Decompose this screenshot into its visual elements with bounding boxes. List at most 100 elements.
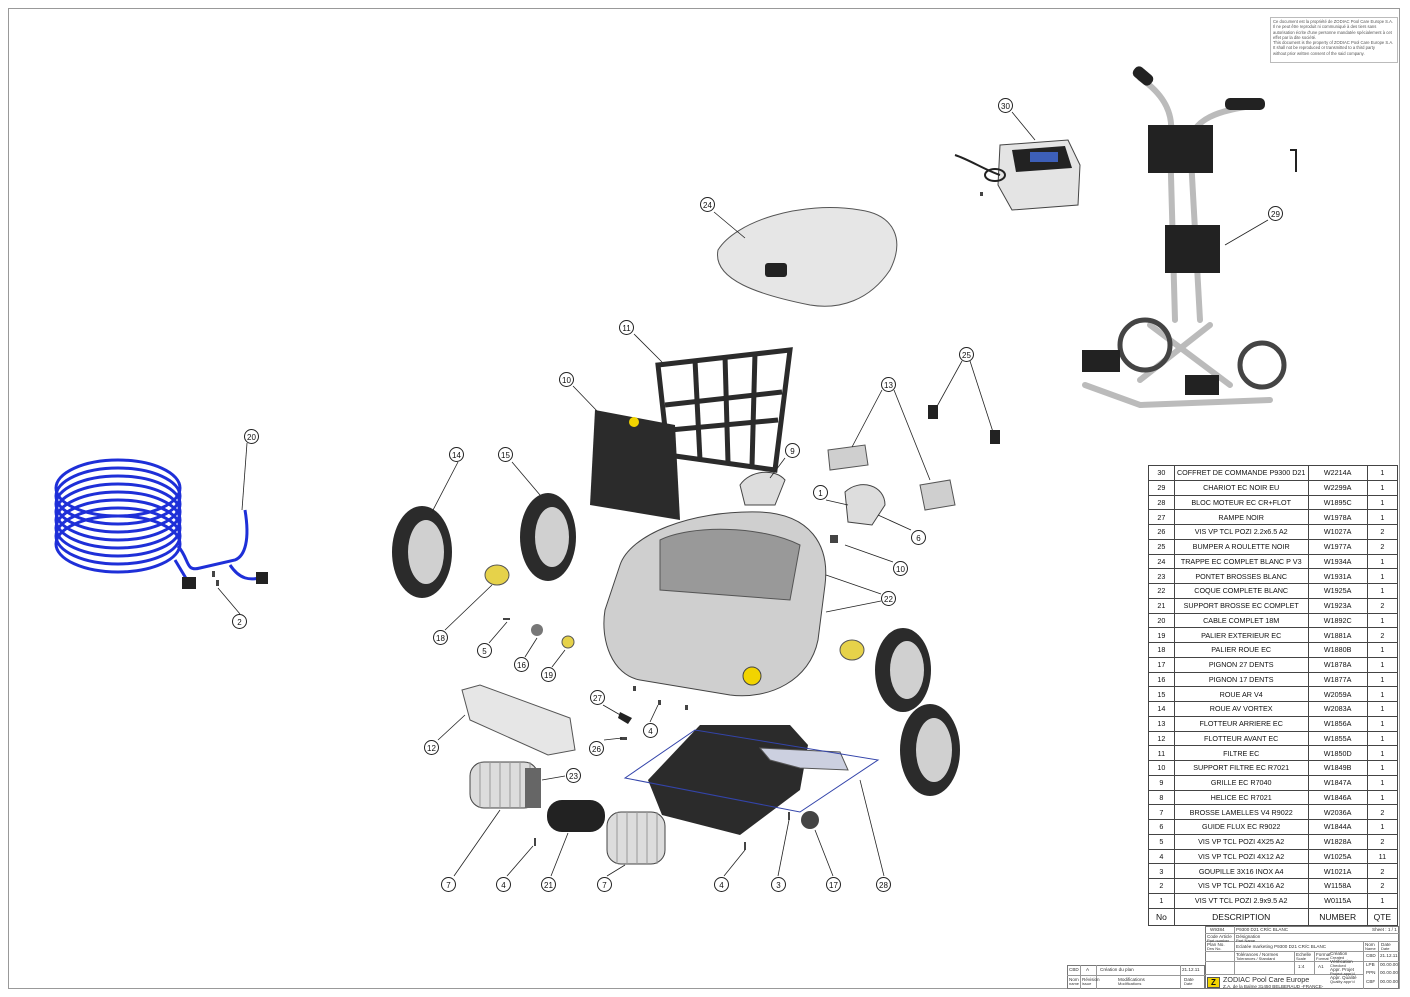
rev-modifications-en-header: Modifications xyxy=(1118,981,1142,986)
bom-item-number: 1 xyxy=(1148,892,1175,909)
bom-description: COFFRET DE COMMANDE P9300 D21 xyxy=(1173,465,1309,481)
signature-date: 21.12.11 xyxy=(1380,953,1398,958)
revision-letter: A xyxy=(1086,967,1090,972)
rev-modifications-header: Modifications xyxy=(1118,977,1145,982)
bom-description: ROUE AV VORTEX xyxy=(1173,701,1309,717)
notice-line: autorisation écrite d'une personne manda… xyxy=(1273,29,1392,35)
part-code-description: P9300 D21 CR/C BLANC xyxy=(1236,927,1289,932)
copyright-notice: Ce document est la propriété de ZODIAC P… xyxy=(1270,17,1398,63)
signature-date: 00.00.00 xyxy=(1380,979,1398,984)
item-balloon: 1 xyxy=(813,485,828,500)
wheel-graphic xyxy=(875,628,931,712)
bom-part-number: W1977A xyxy=(1307,538,1368,555)
checked-label: Vérification xyxy=(1330,959,1353,964)
bom-part-number: W1978A xyxy=(1307,509,1368,525)
notice-line: It shall not be reproduced or transmitte… xyxy=(1273,45,1375,51)
name-label: Nom xyxy=(1365,942,1375,947)
bom-description: ROUE AR V4 xyxy=(1173,686,1309,702)
signature-name: CBF xyxy=(1366,979,1376,984)
filter-support-graphic xyxy=(590,410,680,520)
bom-quantity: 1 xyxy=(1366,671,1399,688)
bom-item-number: 26 xyxy=(1148,524,1175,540)
bom-description: PIGNON 27 DENTS xyxy=(1173,656,1309,673)
bom-header-qte: QTE xyxy=(1366,907,1399,926)
rev-date-header: Date xyxy=(1184,977,1194,982)
bom-header-number: NUMBER xyxy=(1307,907,1368,926)
item-balloon: 28 xyxy=(876,877,891,892)
bom-item-number: 28 xyxy=(1148,494,1175,511)
bom-item-number: 21 xyxy=(1148,597,1175,614)
bom-part-number: W1923A xyxy=(1307,597,1368,614)
bom-description: VIS VP TCL POZI 2.2x6.5 A2 xyxy=(1173,524,1309,540)
item-balloon: 25 xyxy=(959,347,974,362)
bom-quantity: 1 xyxy=(1366,583,1399,599)
item-balloon: 2 xyxy=(232,614,247,629)
part-number-label: Part number xyxy=(1207,938,1230,943)
filter-clip-graphic xyxy=(629,417,639,427)
filter-cage-graphic xyxy=(655,347,793,473)
flow-guide-graphic xyxy=(844,484,886,526)
bom-item-number: 12 xyxy=(1148,730,1175,747)
bom-header-no: No xyxy=(1148,907,1175,926)
part-name-label: Part Name xyxy=(1236,938,1256,943)
bom-description: GUIDE FLUX EC R9022 xyxy=(1173,819,1309,835)
bom-quantity: 1 xyxy=(1366,642,1399,658)
checked-en-label: Checked xyxy=(1330,963,1346,968)
rev-revision-header: Révision xyxy=(1082,977,1100,982)
bom-quantity: 1 xyxy=(1366,509,1399,525)
bom-item-number: 18 xyxy=(1148,642,1175,658)
motor-outline-graphic xyxy=(623,729,880,813)
notice-line: This document is the property of ZODIAC … xyxy=(1273,40,1394,46)
rev-date-en-header: Date xyxy=(1184,981,1193,986)
bom-item-number: 30 xyxy=(1148,465,1175,481)
bom-part-number: W1828A xyxy=(1307,833,1368,850)
plan-no-label: Plan No. xyxy=(1207,942,1225,947)
trolley-parts-graphic xyxy=(1082,66,1297,395)
bom-part-number: W1021A xyxy=(1307,863,1368,879)
notice-line: Il ne peut être reproduit ni communiqué … xyxy=(1273,24,1377,30)
item-balloon: 4 xyxy=(714,877,729,892)
bom-quantity: 2 xyxy=(1366,878,1399,894)
revision-date: 21.12.11 xyxy=(1182,967,1200,972)
bom-part-number: W1846A xyxy=(1307,789,1368,806)
rev-name-en-header: name xyxy=(1069,981,1080,986)
item-balloon: 26 xyxy=(589,741,604,756)
bom-description: GRILLE EC R7040 xyxy=(1173,774,1309,791)
format-label: Format xyxy=(1316,952,1331,957)
bom-description: SUPPORT BROSSE EC COMPLET xyxy=(1173,597,1309,614)
bom-part-number: W1855A xyxy=(1307,730,1368,747)
bom-description: FLOTTEUR AVANT EC xyxy=(1173,730,1309,747)
notice-line: Ce document est la propriété de ZODIAC P… xyxy=(1273,19,1394,24)
drw-no-label: Drw No. xyxy=(1207,946,1222,951)
wheel-graphic xyxy=(900,704,960,796)
bom-item-number: 22 xyxy=(1148,583,1175,599)
brush-support-graphic xyxy=(547,800,605,832)
bom-quantity: 1 xyxy=(1366,760,1399,776)
bom-item-number: 3 xyxy=(1148,863,1175,879)
bom-part-number: W1925A xyxy=(1307,583,1368,599)
control-box-graphic xyxy=(954,139,1081,211)
bom-description: FILTRE EC xyxy=(1173,745,1309,761)
bom-item-number: 17 xyxy=(1148,656,1175,673)
item-balloon: 23 xyxy=(566,768,581,783)
part-code: W9384 xyxy=(1210,927,1225,932)
bom-part-number: W1850D xyxy=(1307,745,1368,761)
bom-item-number: 16 xyxy=(1148,671,1175,688)
bom-quantity: 1 xyxy=(1366,789,1399,806)
bom-quantity: 2 xyxy=(1366,524,1399,540)
scale-en-label: Scale xyxy=(1296,956,1307,961)
